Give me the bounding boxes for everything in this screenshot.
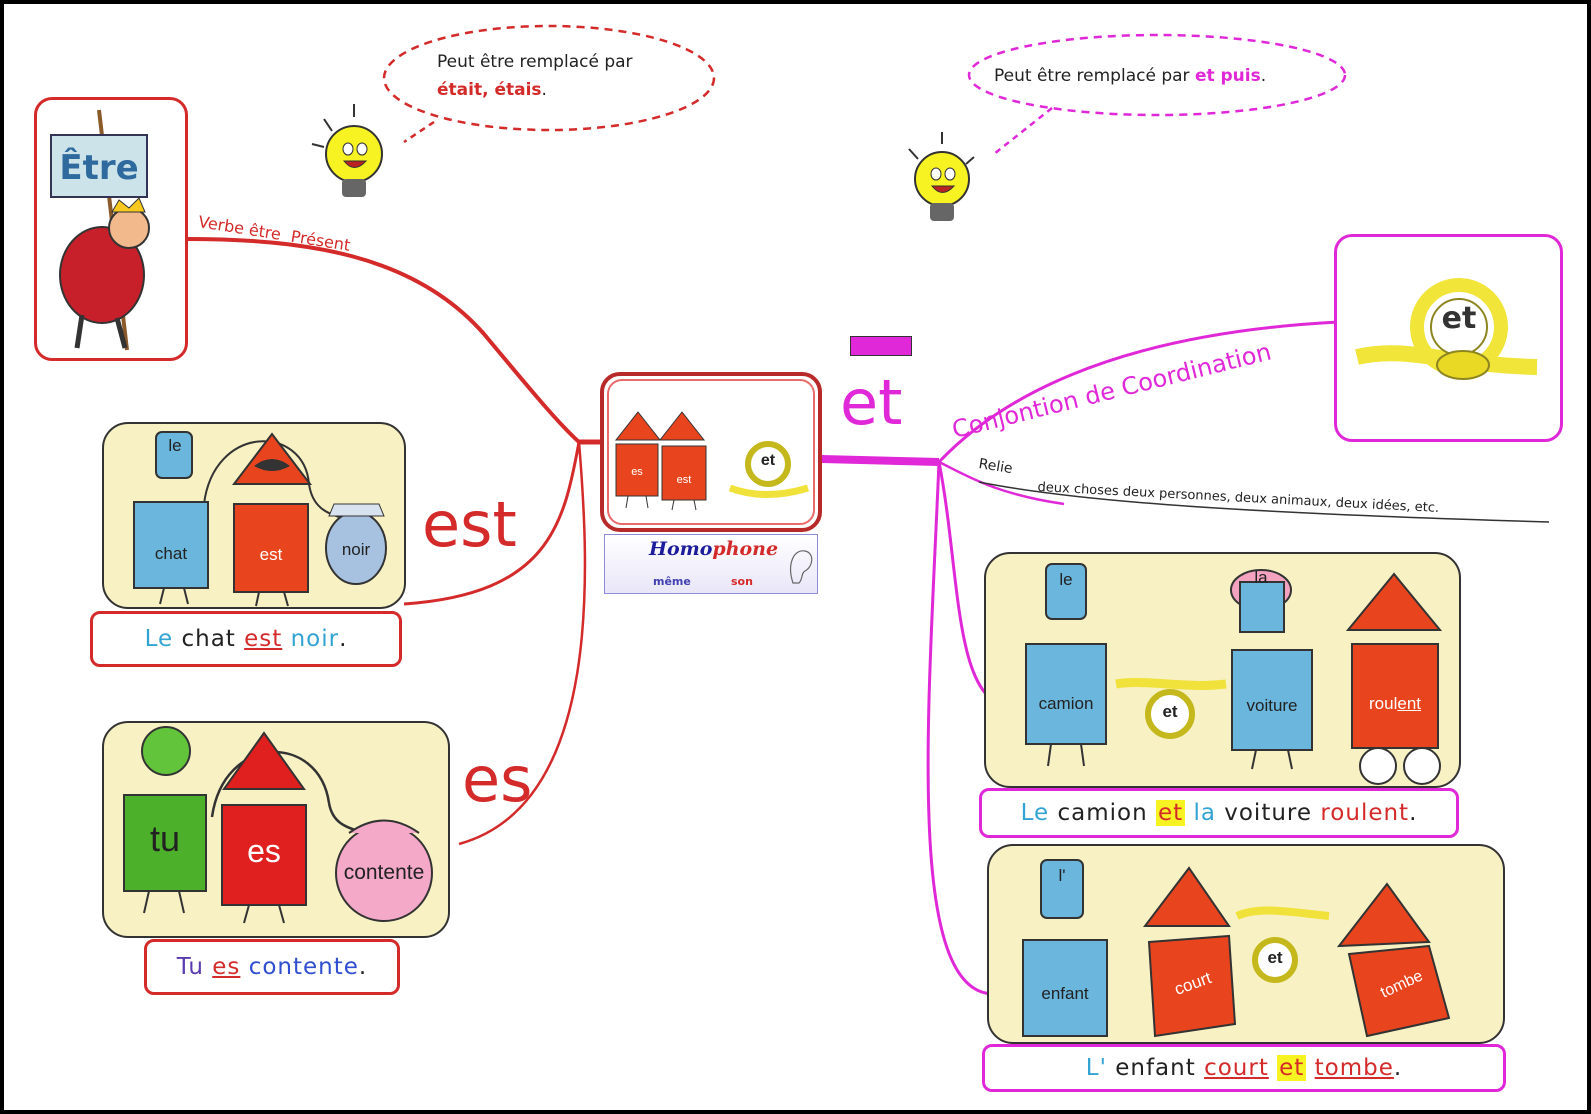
punct: . — [339, 626, 348, 652]
ear-icon — [790, 550, 813, 584]
et-knot-frame: et — [1334, 234, 1563, 442]
label-es: es — [247, 833, 281, 869]
word: roulent — [1320, 800, 1410, 826]
bubble-highlight: et puis — [1194, 66, 1261, 86]
label-roulent-stem: roul — [1369, 694, 1398, 713]
punct: . — [1393, 1055, 1403, 1081]
word: Le — [1020, 800, 1050, 826]
panel-est-art — [133, 431, 387, 607]
etre-image-frame: Être — [34, 97, 188, 361]
word: contente — [248, 954, 359, 980]
label-le: le — [1059, 570, 1073, 589]
label-chat: chat — [154, 544, 188, 563]
word-highlight: et — [1155, 800, 1186, 826]
panel-et1-art — [1025, 563, 1443, 785]
caption-son: son — [731, 575, 753, 588]
word: enfant — [1115, 1055, 1196, 1081]
word-highlight: court — [1204, 1055, 1269, 1081]
label-enfant: enfant — [1041, 984, 1089, 1003]
word: noir — [290, 626, 340, 652]
word: chat — [181, 626, 236, 652]
label-l: l' — [1058, 866, 1066, 885]
branch-word-es: es — [462, 743, 533, 816]
punct: . — [358, 954, 368, 980]
branch-word-et: et — [840, 366, 903, 439]
homophone-word: Homophone — [649, 538, 778, 560]
label-la: la — [1254, 568, 1268, 587]
label-noir: noir — [341, 540, 371, 559]
label-knot-et: et — [1162, 702, 1178, 721]
homophone-caption: Homophone même son — [604, 534, 818, 594]
word-highlight: tombe — [1314, 1055, 1394, 1081]
rope-knot-icon — [1355, 278, 1538, 380]
homo-part: Homo — [649, 538, 713, 560]
knot-label-et: et — [1441, 301, 1477, 336]
central-node[interactable]: es est et — [600, 372, 822, 532]
red-bubble-text: Peut être remplacé par était, étais. — [437, 48, 633, 104]
bubble-end: . — [541, 80, 547, 100]
etre-banner-title: Être — [59, 148, 139, 188]
sentence-es: Tu es contente. — [144, 939, 400, 995]
central-art — [614, 411, 810, 511]
lightbulb-icon — [908, 132, 975, 221]
panel-est: le chat est noir — [102, 422, 406, 609]
word: voiture — [1224, 800, 1313, 826]
label-knot-et: et — [1267, 948, 1283, 967]
central-label-es: es — [631, 466, 643, 478]
label-tu: tu — [149, 818, 181, 859]
sentence-est: Le chat est noir. — [90, 611, 402, 667]
punct: . — [1409, 800, 1418, 826]
sentence-et-example2: L' enfant court et tombe. — [982, 1044, 1506, 1092]
word-highlight: et — [1277, 1055, 1307, 1081]
label-roulent: roulent — [1352, 694, 1438, 714]
et-color-tab — [850, 336, 912, 356]
sentence-et-example1: Le camion et la voiture roulent. — [979, 788, 1459, 838]
word-highlight: est — [244, 626, 283, 652]
central-inner-frame — [607, 379, 815, 525]
label-voiture: voiture — [1246, 696, 1298, 715]
bubble-line: Peut être remplacé par — [437, 52, 633, 72]
phone-part: phone — [712, 538, 779, 560]
label-contente: contente — [343, 861, 425, 884]
panel-es: tu es contente — [102, 721, 450, 938]
central-label-et: et — [760, 452, 776, 469]
bubble-end: . — [1260, 66, 1267, 86]
panel-es-art — [123, 726, 433, 924]
label-roulent-ending: ent — [1397, 694, 1421, 713]
word: Le — [144, 626, 174, 652]
label-est: est — [259, 545, 283, 564]
bubble-line: Peut être remplacé par — [994, 66, 1195, 86]
caption-meme: même — [653, 575, 691, 588]
branch-lines — [185, 24, 1550, 996]
panel-et-example2: l' enfant court et tombe — [987, 844, 1505, 1044]
branch-word-est: est — [422, 488, 517, 561]
bubble-highlight: était, étais — [437, 80, 542, 100]
lightbulb-icon — [311, 104, 383, 197]
central-label-est: est — [676, 474, 692, 486]
label-le: le — [168, 436, 182, 455]
word: la — [1193, 800, 1216, 826]
word: Tu — [176, 954, 204, 980]
word: camion — [1057, 800, 1148, 826]
king-banner-icon — [50, 109, 150, 351]
word: L' — [1085, 1055, 1107, 1081]
panel-et2-art — [1022, 859, 1451, 1038]
label-camion: camion — [1038, 694, 1094, 713]
magenta-bubble-text: Peut être remplacé par et puis. — [994, 62, 1266, 90]
word-highlight: es — [212, 954, 241, 980]
panel-et-example1: le camion et la voiture roulent — [984, 552, 1461, 788]
